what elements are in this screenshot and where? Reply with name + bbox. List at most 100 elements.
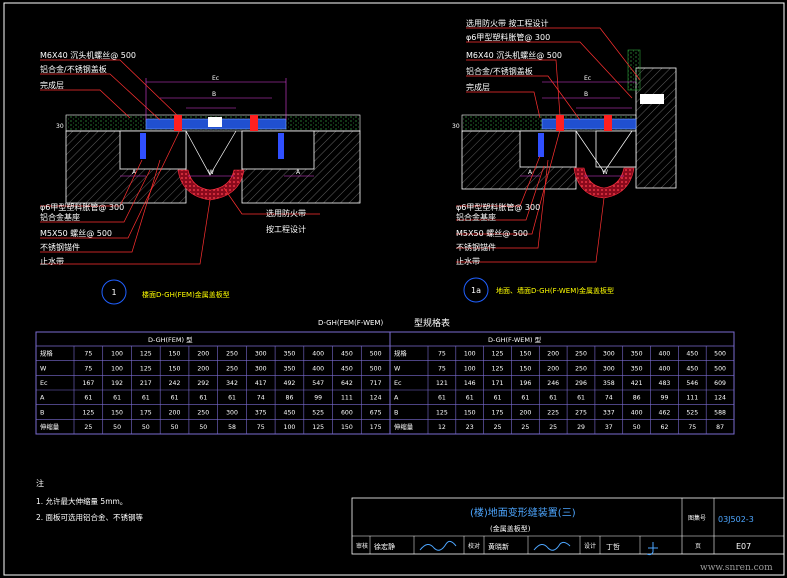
table-cell: 100: [284, 424, 296, 431]
table-cell: 50: [113, 424, 121, 431]
left-anchor-1: [140, 133, 146, 159]
table-cell: 342: [226, 380, 238, 387]
table-cell: 74: [605, 395, 613, 402]
table-cell: 125: [140, 365, 152, 372]
table-cell: 525: [312, 409, 324, 416]
left-caption: 楼面D-GH(FEM)金属盖板型: [142, 290, 230, 299]
title-sub: (金属盖板型): [490, 524, 531, 533]
right-callout-circle: [463, 277, 489, 303]
table-cell: 25: [494, 424, 502, 431]
left-callout-number: 1: [111, 288, 116, 297]
table-row-header: B: [394, 408, 398, 416]
table-cell: 124: [714, 395, 726, 402]
table-cell: 61: [577, 395, 585, 402]
left-label-anchor: 不锈钢锚件: [40, 242, 80, 252]
table-cell: 150: [169, 351, 181, 358]
left-dim-ec: Ec: [212, 75, 219, 82]
table-cell: 121: [436, 380, 448, 387]
atlas-number: 03J502-3: [718, 515, 754, 524]
table-cell: 25: [521, 424, 529, 431]
left-label-finish: 完成层: [40, 80, 64, 90]
right-label-screw: M6X40 沉头机螺丝@ 500: [466, 50, 562, 60]
table-cell: 75: [257, 424, 265, 431]
table-cell: 61: [84, 395, 92, 402]
table-cell: 200: [197, 365, 209, 372]
reviewer-signature: [419, 540, 457, 551]
right-caption: 地面、墙面D-GH(F-WEM)金属盖板型: [496, 286, 614, 295]
table-cell: 375: [255, 409, 267, 416]
table-cell: 337: [603, 409, 615, 416]
left-label-screw: M6X40 沉头机螺丝@ 500: [40, 50, 136, 60]
table-sub-left: D-GH(FEM) 型: [148, 335, 193, 344]
right-label-expansion-top: φ6甲型塑料胀管@ 300: [466, 32, 550, 42]
atlas-label: 图集号: [688, 514, 706, 522]
table-cell: 675: [370, 409, 382, 416]
table-cell: 250: [226, 365, 238, 372]
table-cell: 250: [197, 409, 209, 416]
sign-reviewer: 徐宏静: [374, 542, 395, 551]
notes-heading: 注: [36, 478, 44, 488]
table-cell: 450: [686, 365, 698, 372]
table-cell: 29: [577, 424, 585, 431]
watermark: www.snren.com: [700, 563, 773, 573]
table-cell: 500: [714, 365, 726, 372]
left-callout-circle: [101, 279, 127, 305]
table-cell: 23: [466, 424, 474, 431]
table-cell: 546: [686, 380, 698, 387]
sign-designer: 丁哲: [606, 542, 620, 551]
right-wall-bracket: [640, 94, 664, 104]
table-cell: 61: [228, 395, 236, 402]
right-label-anchor: 不锈钢锚件: [456, 242, 496, 252]
table-cell: 717: [370, 380, 382, 387]
table-cell: 483: [659, 380, 671, 387]
table-cell: 175: [492, 409, 504, 416]
table-cell: 125: [492, 365, 504, 372]
table-cell: 588: [714, 409, 726, 416]
table-row-header: A: [394, 394, 399, 402]
table-frame: [35, 331, 735, 435]
table-cell: 250: [575, 365, 587, 372]
table-cell: 75: [84, 351, 92, 358]
table-row-header: W: [40, 364, 47, 372]
table-cell: 300: [226, 409, 238, 416]
table-cell: 350: [284, 365, 296, 372]
table-cell: 125: [82, 409, 94, 416]
table-cell: 421: [631, 380, 643, 387]
table-cell: 111: [686, 395, 698, 402]
table-cell: 500: [370, 351, 382, 358]
table-cell: 100: [111, 351, 123, 358]
table-row-header: W: [394, 364, 401, 372]
sign-checker: 黄晓新: [488, 542, 509, 551]
table-cell: 250: [226, 351, 238, 358]
table-cell: 171: [492, 380, 504, 387]
table-cell: 150: [464, 409, 476, 416]
table-cell: 196: [519, 380, 531, 387]
table-cell: 400: [659, 351, 671, 358]
sign-checked-label: 校对: [468, 542, 480, 550]
table-cell: 50: [199, 424, 207, 431]
notes: 注 1. 允许最大伸缩量 5mm。 2. 面板可选用铝合金、不锈钢等: [36, 478, 144, 522]
right-label-m5: M5X50 螺丝@ 500: [456, 228, 528, 238]
table-cell: 462: [659, 409, 671, 416]
table-cell: 61: [466, 395, 474, 402]
table-cell: 61: [113, 395, 121, 402]
left-screw-2: [250, 115, 258, 131]
table-cell: 450: [686, 351, 698, 358]
left-fire-band: [185, 130, 237, 176]
sign-reviewed-label: 审核: [356, 542, 368, 550]
table-sub-right: D-GH(F-WEM) 型: [488, 335, 542, 344]
table-cell: 75: [688, 424, 696, 431]
table-cell: 450: [284, 409, 296, 416]
table-cell: 86: [286, 395, 294, 402]
table-cell: 350: [631, 351, 643, 358]
table-cell: 167: [82, 380, 94, 387]
table-cell: 642: [341, 380, 353, 387]
left-label-m5: M5X50 螺丝@ 500: [40, 228, 112, 238]
table-cell: 25: [549, 424, 557, 431]
left-detail: Ec B A A W 30 M6X40 沉头机螺丝@ 500 铝合金/不锈钢盖板…: [40, 50, 361, 305]
right-label-fire: 选用防火带 按工程设计: [466, 18, 549, 28]
left-dim-a1: A: [132, 169, 137, 176]
table-cell: 50: [633, 424, 641, 431]
spec-table: D-GH(FEM(F-WEM) 型规格表 D-GH(FEM) 型 D-GH(F-…: [35, 317, 735, 435]
table-title-left: D-GH(FEM(F-WEM): [318, 319, 383, 327]
